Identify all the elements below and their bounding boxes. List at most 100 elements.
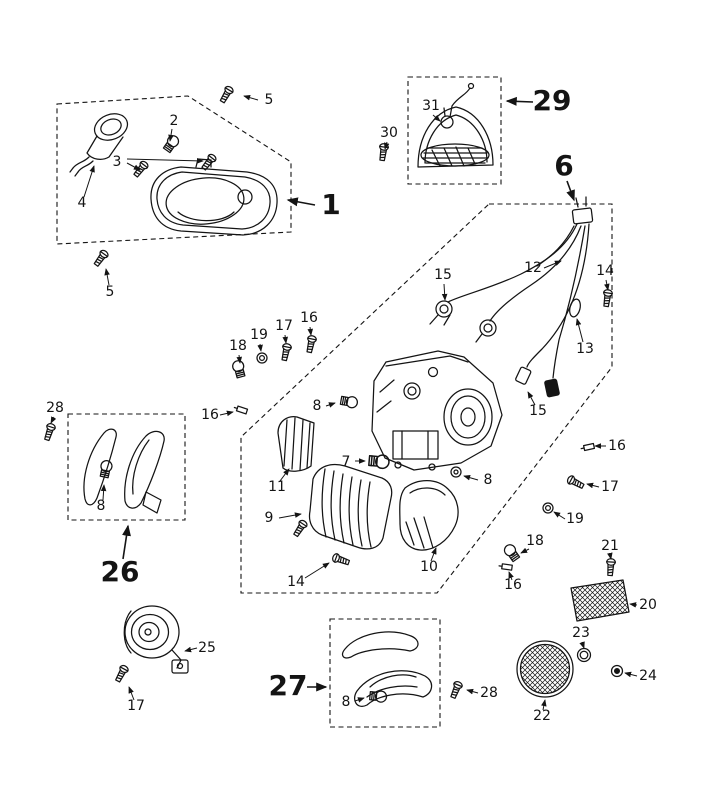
bulb-18a-drawing	[230, 358, 247, 379]
callout-14b: 14	[287, 562, 330, 590]
callout-24: 24	[624, 668, 657, 684]
ring-23-drawing	[576, 647, 592, 663]
callout-5b: 5	[104, 268, 115, 300]
callout-17c-label: 17	[127, 698, 145, 714]
tail-light-drawing	[417, 82, 494, 168]
callout-12: 12	[524, 260, 562, 276]
callout-18b: 18	[520, 533, 544, 554]
indicator-right-lens-drawing	[341, 631, 433, 707]
callout-4-label: 4	[78, 195, 87, 211]
screw-17b-drawing	[565, 474, 586, 491]
callout-17b: 17	[586, 479, 619, 495]
callout-26-label: 26	[101, 555, 140, 588]
callout-23: 23	[572, 625, 590, 649]
screw-30-drawing	[377, 142, 390, 162]
callout-14b-label: 14	[287, 574, 305, 590]
callout-17a: 17	[275, 318, 293, 344]
callout-12-label: 12	[524, 260, 542, 276]
screw-14a-drawing	[601, 288, 614, 308]
callout-28a-label: 28	[46, 400, 64, 416]
callout-3-label: 3	[113, 154, 122, 170]
callout-20-label: 20	[639, 597, 657, 613]
wiring-harness-drawing	[429, 196, 594, 398]
callout-5a: 5	[243, 92, 274, 108]
callout-30: 30	[380, 125, 398, 150]
callout-28a: 28	[46, 400, 64, 424]
callout-8d-label: 8	[342, 694, 351, 710]
callout-18a: 18	[229, 338, 247, 364]
callout-7-label: 7	[342, 454, 351, 470]
callout-7: 7	[342, 454, 366, 470]
bulb-7-drawing	[367, 453, 391, 470]
callout-29: 29	[505, 84, 572, 117]
bolt-21-drawing	[605, 557, 617, 577]
nut-19a-drawing	[256, 352, 268, 364]
bulb-8a-drawing	[339, 394, 359, 410]
screw-17a-drawing	[279, 342, 293, 362]
callout-4: 4	[78, 165, 95, 211]
callout-15a-label: 15	[434, 267, 452, 283]
callout-28b: 28	[466, 685, 498, 701]
callout-5a-label: 5	[265, 92, 274, 108]
callout-1-label: 1	[321, 188, 340, 221]
callout-25: 25	[184, 640, 216, 656]
taillight-group-boundary	[407, 76, 502, 185]
callout-17a-label: 17	[275, 318, 293, 334]
screw-16a-drawing	[304, 334, 318, 354]
callout-18a-label: 18	[229, 338, 247, 354]
callout-27: 27	[269, 669, 328, 702]
screw-3a-drawing	[131, 159, 150, 179]
callout-15a: 15	[434, 267, 452, 301]
callout-16a: 16	[300, 310, 318, 336]
callout-8d: 8	[342, 694, 365, 710]
callout-16d: 16	[504, 571, 522, 593]
callout-19b-label: 19	[566, 511, 584, 527]
callout-27-label: 27	[269, 669, 308, 702]
callout-25-label: 25	[198, 640, 216, 656]
callout-31-label: 31	[422, 98, 440, 114]
callout-21-label: 21	[601, 538, 619, 554]
callout-9: 9	[265, 510, 302, 526]
callout-11: 11	[268, 468, 290, 495]
screw-28a-drawing	[42, 422, 57, 442]
cap-screw-8b-drawing	[450, 466, 462, 478]
callout-30-label: 30	[380, 125, 398, 141]
callout-8b: 8	[463, 472, 493, 488]
reflector-rect-drawing	[570, 579, 630, 622]
callout-14a: 14	[596, 263, 614, 291]
headlamp-socket-drawing	[69, 113, 129, 177]
callout-20: 20	[629, 597, 657, 613]
callout-5b-label: 5	[106, 284, 115, 300]
callout-15b: 15	[527, 391, 547, 419]
callout-29-label: 29	[533, 84, 572, 117]
callout-19a-label: 19	[250, 327, 268, 343]
nut-19b-drawing	[542, 502, 554, 514]
callout-10-label: 10	[420, 559, 438, 575]
callout-3: 3	[113, 154, 204, 171]
callout-16b-label: 16	[201, 407, 219, 423]
callout-21: 21	[601, 538, 619, 560]
callout-13: 13	[575, 318, 594, 357]
headlight-bracket-drawing	[371, 350, 503, 471]
lens-drawing	[399, 480, 459, 551]
callout-28b-label: 28	[480, 685, 498, 701]
callout-19b: 19	[553, 511, 584, 527]
callout-8c: 8	[97, 484, 107, 514]
screw-5b-drawing	[91, 248, 110, 269]
callout-11-label: 11	[268, 479, 286, 495]
bulb-8c-drawing	[98, 459, 114, 479]
callout-9-label: 9	[265, 510, 274, 526]
callout-15b-label: 15	[529, 403, 547, 419]
callouts-layer: 1 2 3 4 5 5 6 7	[46, 84, 657, 724]
callout-16a-label: 16	[300, 310, 318, 326]
callout-16b: 16	[201, 407, 234, 423]
grille-drawing	[308, 463, 393, 550]
callout-8b-label: 8	[484, 472, 493, 488]
callout-16c-label: 16	[608, 438, 626, 454]
horn-drawing	[123, 605, 189, 674]
pilot-bulb-drawing	[161, 132, 182, 155]
vent-cover-drawing	[277, 415, 315, 472]
callout-8c-label: 8	[97, 498, 106, 514]
callout-2: 2	[168, 113, 178, 142]
